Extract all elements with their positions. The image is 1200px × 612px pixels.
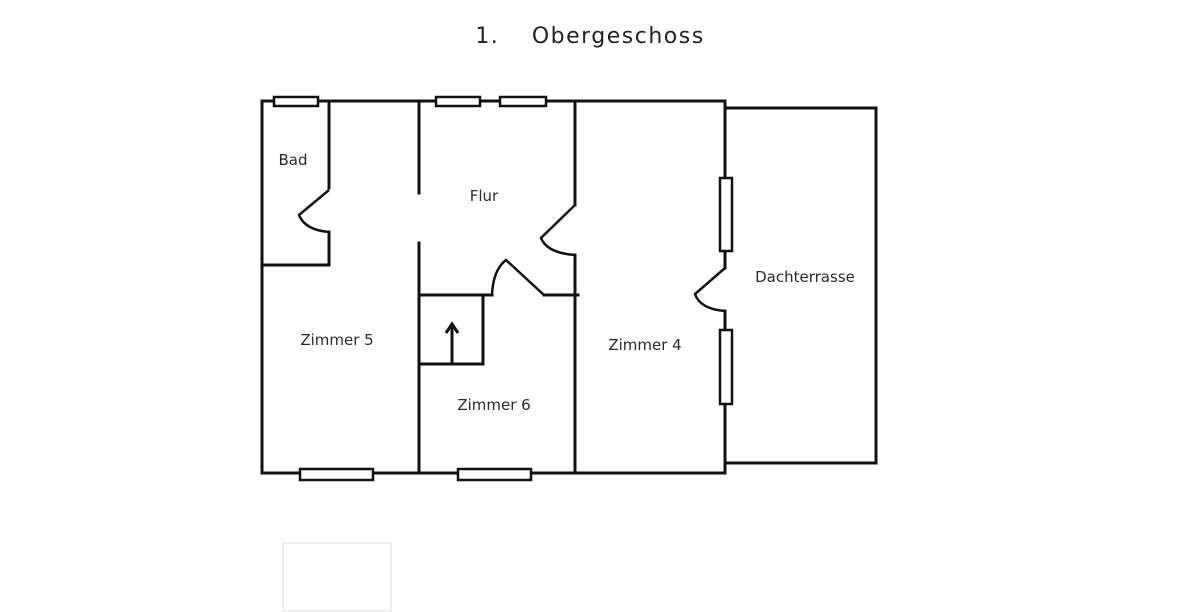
window-flur-top-1: [434, 95, 482, 108]
window-zimmer5-bottom: [298, 467, 375, 482]
floor-name: Obergeschoss: [531, 24, 705, 49]
window-zimmer4-right-2: [718, 328, 734, 406]
window-zimmer6-bottom: [456, 467, 533, 482]
floor-number: 1.: [475, 24, 500, 49]
room-label-dachterrasse: Dachterrasse: [755, 268, 855, 286]
room-label-zimmer4: Zimmer 4: [608, 336, 682, 354]
window-zimmer4-right-1: [718, 176, 734, 253]
door-dachterrasse: [693, 267, 726, 313]
door-zimmer6: [490, 258, 545, 296]
window-flur-top-2: [498, 95, 548, 108]
window-bad-top: [272, 95, 320, 108]
arrow-up-icon: [444, 321, 460, 364]
wall-dachterrasse: [723, 106, 878, 465]
doors: [297, 189, 726, 313]
walls: [260, 99, 878, 475]
room-label-flur: Flur: [469, 187, 499, 205]
floor-title: 1. Obergeschoss: [0, 24, 1180, 49]
stair-outline: [419, 295, 485, 366]
room-label-bad: Bad: [278, 151, 308, 169]
room-label-zimmer5: Zimmer 5: [300, 331, 374, 349]
door-bad: [297, 189, 330, 234]
placeholder-box: [282, 542, 392, 612]
windows: [272, 95, 734, 482]
room-label-zimmer6: Zimmer 6: [457, 396, 531, 414]
staircase: [419, 295, 485, 366]
door-zimmer4: [539, 204, 576, 257]
